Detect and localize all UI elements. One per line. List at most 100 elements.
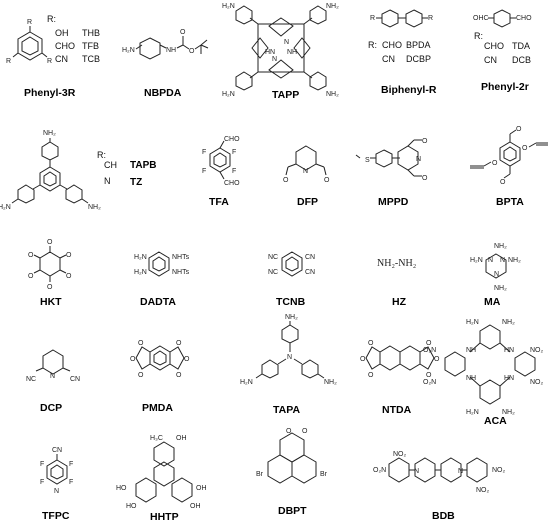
svg-text:N: N (458, 468, 463, 475)
svg-text:NH: NH (466, 375, 476, 382)
svg-text:O: O (47, 239, 53, 246)
structure-bpta: O O O O (470, 126, 548, 186)
svg-text:O: O (47, 284, 53, 291)
structure-tapa: NH₂ N H₂N NH₂ (240, 314, 337, 386)
structure-tfa: CHO CHO F F F F (202, 136, 240, 187)
compound-label-biphenyl-r: Biphenyl-R (381, 84, 437, 96)
hz-formula: NH₂-NH₂ (377, 258, 416, 269)
svg-text:F: F (40, 461, 44, 468)
svg-text:N: N (284, 39, 289, 46)
compound-label-tapp: TAPP (272, 89, 299, 101)
svg-text:CN: CN (305, 254, 315, 261)
phenyl2r-group-1: CN (484, 55, 497, 65)
biphenyl-code-0: BPDA (406, 40, 431, 50)
svg-text:NH: NH (466, 347, 476, 354)
svg-text:NH₂: NH₂ (502, 409, 515, 416)
svg-text:N: N (500, 257, 505, 264)
svg-text:HN: HN (504, 375, 514, 382)
svg-text:HO: HO (126, 503, 137, 510)
svg-text:F: F (69, 479, 73, 486)
svg-text:O: O (189, 48, 195, 55)
svg-text:O: O (176, 340, 182, 347)
svg-text:H₂N: H₂N (134, 254, 147, 261)
svg-text:O: O (426, 340, 432, 347)
compound-label-tz: TZ (130, 177, 142, 188)
compound-label-tapb: TAPB (130, 160, 156, 171)
svg-text:O: O (180, 29, 186, 36)
svg-text:F: F (69, 461, 73, 468)
phenyl2r-group-0: CHO (484, 41, 504, 51)
compound-label-hhtp: HHTP (150, 511, 179, 523)
svg-text:N: N (303, 168, 308, 175)
phenyl3r-group-1: CHO (55, 41, 75, 51)
svg-text:F: F (202, 168, 206, 175)
structure-aca: H₂N NH₂ H₂N NH₂ O₂N O₂N NO₂ NO₂ NH HN NH… (423, 319, 544, 416)
structure-ntda: O O O O O O (360, 340, 440, 379)
svg-text:F: F (232, 168, 236, 175)
svg-text:NO₂: NO₂ (492, 467, 506, 474)
svg-text:Br: Br (256, 471, 264, 478)
svg-text:NC: NC (268, 254, 278, 261)
compound-label-tapa: TAPA (273, 404, 300, 416)
svg-text:NO₂: NO₂ (530, 379, 544, 386)
svg-text:NH₂: NH₂ (285, 314, 298, 321)
svg-text:NO₂: NO₂ (393, 451, 407, 458)
tapb-group-1: N (104, 176, 111, 186)
compound-label-dcp: DCP (40, 402, 62, 414)
phenyl3r-code-2: TCB (82, 54, 100, 64)
svg-text:CN: CN (52, 447, 62, 454)
svg-text:NH₂: NH₂ (324, 379, 337, 386)
svg-text:NH₂: NH₂ (494, 243, 507, 250)
biphenyl-group-0: CHO (382, 40, 402, 50)
compound-label-hz: HZ (392, 296, 407, 308)
svg-text:H₂N: H₂N (0, 204, 11, 211)
compound-label-hkt: HKT (40, 296, 62, 308)
svg-text:O: O (176, 372, 182, 379)
svg-text:O: O (184, 356, 190, 363)
svg-text:F: F (232, 149, 236, 156)
svg-text:O₂N: O₂N (423, 379, 436, 386)
compound-label-phenyl-2r: Phenyl-2r (481, 81, 529, 93)
svg-text:O₂N: O₂N (423, 347, 436, 354)
structure-dadta: H₂N H₂N NHTs NHTs (134, 251, 190, 277)
structure-hhtp: H₃C OH HO HO OH OH (116, 435, 207, 510)
biphenyl-group-1: CN (382, 54, 395, 64)
svg-text:O: O (422, 138, 428, 145)
svg-text:O: O (324, 177, 330, 184)
structure-nbpda: H₂N NH O O (122, 29, 209, 60)
svg-text:O: O (302, 428, 308, 435)
svg-text:HO: HO (116, 485, 127, 492)
svg-text:O: O (368, 340, 374, 347)
phenyl3r-code-0: THB (82, 28, 100, 38)
svg-text:O: O (130, 356, 136, 363)
svg-text:R: R (47, 58, 52, 65)
structure-tcnb: NC NC CN CN (268, 251, 315, 277)
svg-text:OH: OH (196, 485, 207, 492)
compound-label-ma: MA (484, 296, 501, 308)
compound-label-pmda: PMDA (142, 402, 173, 414)
svg-text:CHO: CHO (224, 180, 240, 187)
svg-text:NC: NC (26, 376, 36, 383)
compound-label-bdb: BDB (432, 510, 455, 522)
svg-text:NO₂: NO₂ (530, 347, 544, 354)
structure-phenyl-3r: R R R (6, 19, 52, 65)
svg-text:R: R (428, 15, 433, 22)
svg-text:O: O (286, 428, 292, 435)
compound-label-phenyl-3r: Phenyl-3R (24, 87, 76, 99)
svg-text:N: N (287, 354, 292, 361)
compound-label-bpta: BPTA (496, 196, 524, 208)
structure-tapb: NH₂ H₂N NH₂ (0, 130, 101, 211)
svg-text:F: F (202, 149, 206, 156)
svg-text:NC: NC (268, 269, 278, 276)
svg-text:NH₂: NH₂ (326, 91, 339, 98)
svg-text:NH: NH (287, 49, 297, 56)
svg-text:OH: OH (176, 435, 187, 442)
phenyl2r-code-0: TDA (512, 41, 530, 51)
svg-text:O: O (426, 372, 432, 379)
compound-label-aca: ACA (484, 415, 507, 427)
svg-text:H₂N: H₂N (222, 91, 235, 98)
svg-text:NO₂: NO₂ (476, 487, 490, 494)
svg-text:OH: OH (190, 503, 201, 510)
svg-text:O: O (28, 252, 34, 259)
